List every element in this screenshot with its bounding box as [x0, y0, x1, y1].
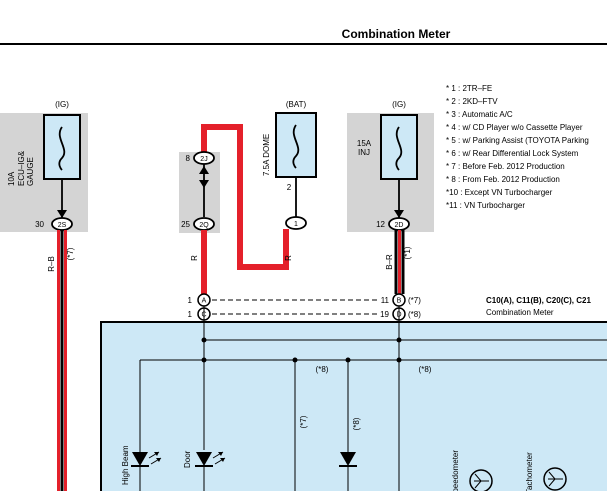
note-1: * 1 : 2TR–FE [446, 84, 492, 93]
connector-1 [285, 216, 307, 230]
door-label: Door [183, 450, 192, 468]
fuse-left-source: (IG) [55, 100, 69, 109]
fuse-left-symbol [43, 114, 81, 180]
note-2: * 2 : 2KD–FTV [446, 97, 498, 106]
junction-arrow-down [199, 180, 209, 188]
pin-b-number: 11 [381, 296, 390, 305]
meter-note-8a: (*8) [316, 365, 329, 374]
pin-d-note: (*8) [408, 310, 421, 319]
fuse-dome-element [292, 124, 300, 169]
fuse-left-rating-label: 10A [7, 171, 16, 186]
svg-text:Speedometer: Speedometer [451, 450, 460, 491]
fuse-inj-rating: 15A [357, 139, 372, 148]
connector-2d-pin: 12 [376, 220, 385, 229]
wire-br-note: (*1) [403, 246, 412, 259]
svg-text:(*8): (*8) [352, 417, 361, 430]
fuse-inj-name: INJ [358, 148, 370, 157]
connector-2q-pin: 25 [181, 220, 190, 229]
fuse-left-name-label: ECU–IG& [17, 150, 26, 186]
note-3: * 3 : Automatic A/C [446, 110, 513, 119]
fuse-inj-symbol [380, 114, 418, 180]
junction-arrow-up [199, 166, 209, 174]
svg-text:Tachometer: Tachometer [525, 452, 534, 491]
svg-text:B–R: B–R [385, 254, 394, 270]
fuse-inj-arrow [394, 210, 404, 218]
fuse-inj-source: (IG) [392, 100, 406, 109]
svg-text:ECU–IG&: ECU–IG& [17, 150, 26, 186]
wire-br-color-label: B–R [385, 254, 394, 270]
speedometer-gauge-icon [469, 469, 493, 491]
door-led-icon [195, 451, 226, 491]
tachometer-gauge-icon [543, 467, 567, 491]
svg-text:7.5A DOME: 7.5A DOME [262, 134, 271, 176]
svg-text:R: R [190, 255, 199, 261]
pin-d-number: 19 [380, 310, 389, 319]
svg-text:(*7): (*7) [299, 415, 308, 428]
pin-b-note: (*7) [408, 296, 421, 305]
high-beam-label: High Beam [121, 445, 130, 485]
note-5: * 5 : w/ Parking Assist (TOYOTA Parking [446, 136, 589, 145]
connector-1-label: 1 [294, 221, 298, 228]
fuse-inj-element [395, 126, 403, 171]
wire-r-left-label: R [190, 255, 199, 261]
fuse-dome-source: (BAT) [286, 100, 307, 109]
meter-note-8b: (*8) [419, 365, 432, 374]
fuse-left-element [58, 126, 66, 171]
combination-meter-body [100, 321, 607, 491]
connector-2j-label: 2J [200, 156, 207, 163]
meter-name: Combination Meter [486, 308, 554, 317]
connector-2j-pin: 8 [186, 154, 191, 163]
tachometer-label: Tachometer [525, 452, 534, 491]
junction-dot-a [201, 337, 207, 343]
high-beam-led-icon [131, 451, 162, 491]
svg-text:R–B: R–B [47, 256, 56, 272]
junction-dot-b [396, 337, 402, 343]
svg-text:GAUGE: GAUGE [26, 157, 35, 186]
wire-rb-note: (*7) [66, 247, 75, 260]
note-11: *11 : VN Turbocharger [446, 201, 525, 210]
meter-note-7: (*7) [299, 415, 308, 428]
junction-dot-c [201, 357, 207, 363]
pin-b-letter: B [397, 298, 402, 305]
connector-2q-label: 2Q [199, 222, 209, 229]
fuse-dome-name: 7.5A DOME [262, 134, 271, 176]
page-title: Combination Meter [342, 27, 451, 41]
fuse-left-name-label-2: GAUGE [26, 157, 35, 186]
note-6: * 6 : w/ Rear Differential Lock System [446, 149, 579, 158]
note-8: * 8 : From Feb. 2012 Production [446, 175, 560, 184]
fuse-left-arrow [57, 210, 67, 218]
meter-connector-list: C10(A), C11(B), C20(C), C21 [486, 296, 591, 305]
connector-2s-label: 2S [58, 222, 67, 229]
note-10: *10 : Except VN Turbocharger [446, 188, 553, 197]
svg-text:Door: Door [183, 450, 192, 468]
wire-rb-color-label: R–B [47, 256, 56, 272]
meter-note-8c: (*8) [352, 417, 361, 430]
svg-text:(*1): (*1) [403, 246, 412, 259]
junction-dot-f [396, 357, 402, 363]
speedometer-label: Speedometer [451, 450, 460, 491]
svg-text:High Beam: High Beam [121, 445, 130, 485]
wire-r-mid-label: R [284, 255, 293, 261]
diode-icon [339, 452, 357, 467]
fuse-dome-symbol [275, 112, 317, 178]
note-4: * 4 : w/ CD Player w/o Cassette Player [446, 123, 583, 132]
connector-2s-pin: 30 [35, 220, 44, 229]
pin-a-number: 1 [188, 296, 193, 305]
svg-text:(*7): (*7) [66, 247, 75, 260]
note-7: * 7 : Before Feb. 2012 Production [446, 162, 565, 171]
wire-r-loop [201, 124, 289, 270]
pin-c-number: 1 [188, 310, 193, 319]
svg-text:R: R [284, 255, 293, 261]
connector-2d-label: 2D [395, 222, 404, 229]
connector-1-pin: 2 [287, 183, 292, 192]
pin-a-letter: A [202, 298, 207, 305]
notes-list: * 1 : 2TR–FE * 2 : 2KD–FTV * 3 : Automat… [446, 84, 589, 210]
svg-text:10A: 10A [7, 171, 16, 186]
